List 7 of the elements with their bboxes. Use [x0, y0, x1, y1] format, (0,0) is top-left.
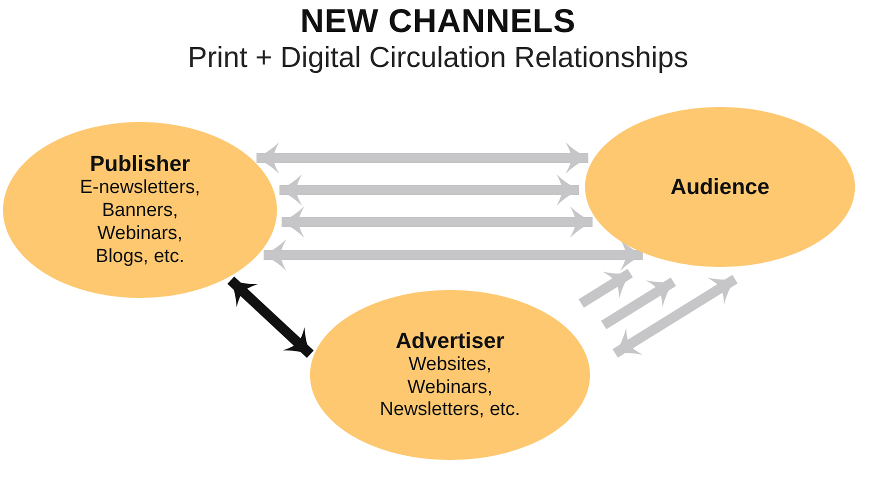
subtitle: Print + Digital Circulation Relationships [186, 42, 690, 75]
title: NEW CHANNELS [299, 2, 577, 40]
node-text: E-newsletters, Banners, Webinars, Blogs, etc. [78, 177, 202, 269]
node-heading: Audience [670, 174, 770, 200]
node-heading: Advertiser [396, 328, 504, 354]
node-text: Websites, Webinars, Newsletters, etc. [378, 354, 522, 422]
node-heading: Publisher [90, 151, 190, 178]
